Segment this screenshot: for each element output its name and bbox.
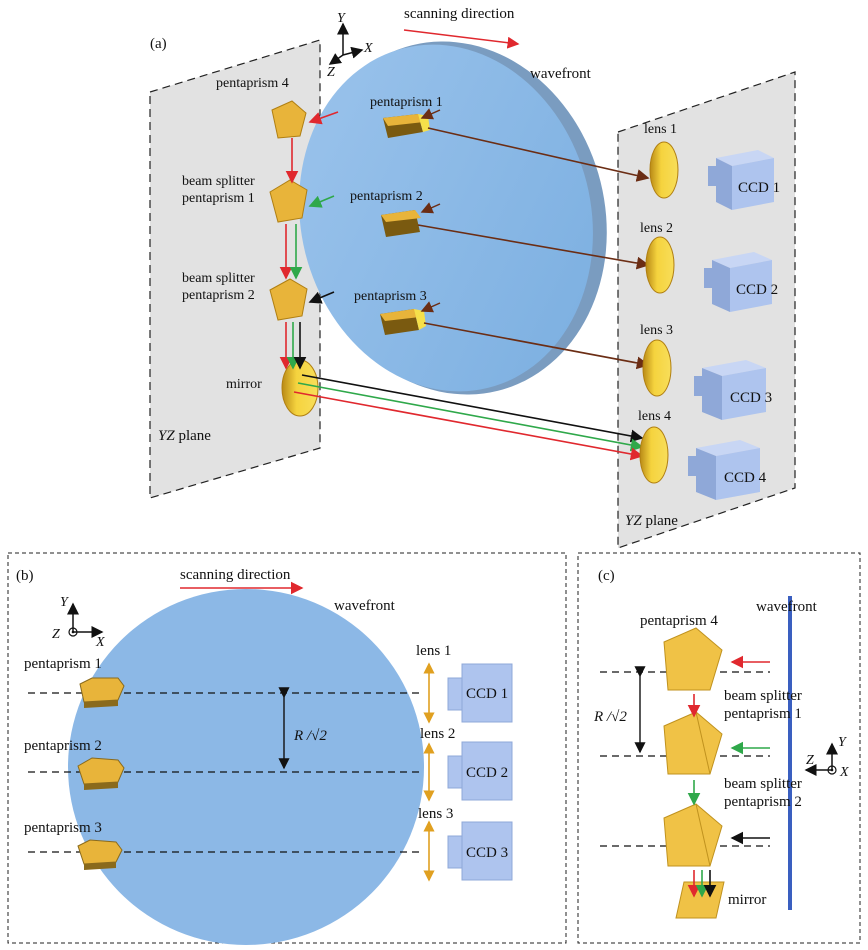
panel-b-pentaprism-1 xyxy=(79,677,125,708)
panel-c-mirror-label: mirror xyxy=(728,892,766,908)
ccd-3-label: CCD 3 xyxy=(730,390,772,406)
panel-c-pentaprism-4 xyxy=(663,627,723,691)
panel-c-tag: (c) xyxy=(598,568,615,584)
lens-2-label: lens 2 xyxy=(640,221,673,236)
panel-c-beam-splitter-1-b: pentaprism 1 xyxy=(724,706,802,722)
panel-b-lens-1-label: lens 1 xyxy=(416,643,451,659)
panel-b-axis-z: Z xyxy=(52,627,60,642)
panel-b-scanning-label: scanning direction xyxy=(180,567,291,583)
panel-c: (c) wavefront R /√2 pentaprism 4 beam sp… xyxy=(577,552,861,944)
beam-splitter-1-label-a: beam splitter xyxy=(182,174,255,189)
panel-a: (a) Y X Z scanning direction YZ plane YZ… xyxy=(149,6,796,549)
panel-b-wavefront-disc xyxy=(68,589,424,945)
panel-b-lens-2-label: lens 2 xyxy=(420,726,455,742)
beam-splitter-1-label-b: pentaprism 1 xyxy=(182,191,255,206)
panel-b-frame xyxy=(7,552,567,944)
beam-splitter-2-left xyxy=(269,278,308,321)
ccd-2 xyxy=(704,252,772,312)
lens-4 xyxy=(639,426,669,484)
lens-1 xyxy=(649,141,679,199)
pentaprism-2-label: pentaprism 2 xyxy=(350,189,423,204)
panel-c-wavefront-label: wavefront xyxy=(756,599,818,615)
panel-b-axes: Y X Z xyxy=(52,595,105,650)
panel-c-beam-splitter-1 xyxy=(663,711,723,775)
left-yz-plane-label: YZ plane xyxy=(158,428,211,444)
panel-b-lens-3-label: lens 3 xyxy=(418,806,453,822)
left-yz-plane xyxy=(149,39,321,499)
lens-3-label: lens 3 xyxy=(640,323,673,338)
panel-b-ccd-3-label: CCD 3 xyxy=(466,845,508,861)
right-yz-plane-label: YZ plane xyxy=(625,513,678,529)
beam-red-to-lens-4 xyxy=(293,391,644,461)
panel-c-mirror xyxy=(675,881,725,919)
panel-c-beam-splitter-2-a: beam splitter xyxy=(724,776,802,792)
axis-y-label: Y xyxy=(337,11,347,26)
pentaprism-3-disc xyxy=(380,309,426,335)
pentaprism-3-label: pentaprism 3 xyxy=(354,289,427,304)
panel-b-pentaprism-2 xyxy=(77,757,125,790)
wavefront-disc xyxy=(299,44,593,392)
panel-a-tag: (a) xyxy=(150,36,167,52)
panel-b-pentaprism-3 xyxy=(77,839,123,870)
panel-c-beam-splitter-1-a: beam splitter xyxy=(724,688,802,704)
panel-b: (b) scanning direction wavefront Y X Z R… xyxy=(7,552,567,945)
panel-b-ccd-1 xyxy=(447,663,513,723)
pentaprism-4-left xyxy=(271,100,307,139)
panel-c-axis-z: Z xyxy=(806,753,814,768)
beam-splitter-2-label-a: beam splitter xyxy=(182,271,255,286)
panel-b-pentaprism-3-label: pentaprism 3 xyxy=(24,820,102,836)
lens-1-label: lens 1 xyxy=(644,122,677,137)
axis-x-label: X xyxy=(363,41,373,56)
scanning-direction-arrow xyxy=(403,29,520,49)
panel-c-axes: Y X Z xyxy=(804,735,849,780)
beam-to-lens-3 xyxy=(423,322,650,370)
panel-b-tag: (b) xyxy=(16,568,34,584)
beam-to-lens-1 xyxy=(427,127,650,182)
pentaprism-4-label: pentaprism 4 xyxy=(216,76,289,91)
panel-c-axis-y: Y xyxy=(838,735,848,750)
ccd-4-label: CCD 4 xyxy=(724,470,767,486)
panel-b-pentaprism-2-label: pentaprism 2 xyxy=(24,738,102,754)
pentaprism-1-label: pentaprism 1 xyxy=(370,95,443,110)
panel-a-axes: Y X Z xyxy=(327,11,373,80)
ccd-4 xyxy=(688,440,760,500)
lens-3 xyxy=(642,339,672,397)
panel-b-axis-x: X xyxy=(95,635,105,650)
panel-c-frame xyxy=(577,552,861,944)
beam-black-to-lens-4 xyxy=(301,374,644,443)
panel-c-pentaprism-4-label: pentaprism 4 xyxy=(640,613,718,629)
ccd-3 xyxy=(694,360,766,420)
panel-b-ccd-3 xyxy=(447,821,513,881)
panel-b-spacing-label: R /√2 xyxy=(293,728,327,744)
panel-c-axis-x: X xyxy=(839,765,849,780)
ccd-1 xyxy=(708,150,774,210)
panel-b-ccd-2-label: CCD 2 xyxy=(466,765,508,781)
beam-splitter-2-label-b: pentaprism 2 xyxy=(182,288,255,303)
ccd-2-label: CCD 2 xyxy=(736,282,778,298)
panel-b-pentaprism-1-label: pentaprism 1 xyxy=(24,656,102,672)
panel-b-axis-y: Y xyxy=(60,595,70,610)
wavefront-label: wavefront xyxy=(530,66,592,82)
panel-c-spacing-label: R /√2 xyxy=(593,709,627,725)
panel-b-ccd-2 xyxy=(447,741,513,801)
beam-green-to-lens-4 xyxy=(297,382,644,452)
mirror-label: mirror xyxy=(226,377,262,392)
panel-c-beam-splitter-2 xyxy=(663,803,723,867)
beam-to-lens-2 xyxy=(417,224,650,270)
mirror-left xyxy=(281,359,319,417)
ccd-1-label: CCD 1 xyxy=(738,180,780,196)
panel-c-beam-splitter-2-b: pentaprism 2 xyxy=(724,794,802,810)
lens-2 xyxy=(645,236,675,294)
axis-z-label: Z xyxy=(327,65,335,80)
scanning-direction-label: scanning direction xyxy=(404,6,515,22)
lens-4-label: lens 4 xyxy=(638,409,671,424)
panel-b-wavefront-label: wavefront xyxy=(334,598,396,614)
pentaprism-2-disc xyxy=(381,210,421,237)
panel-b-ccd-1-label: CCD 1 xyxy=(466,686,508,702)
